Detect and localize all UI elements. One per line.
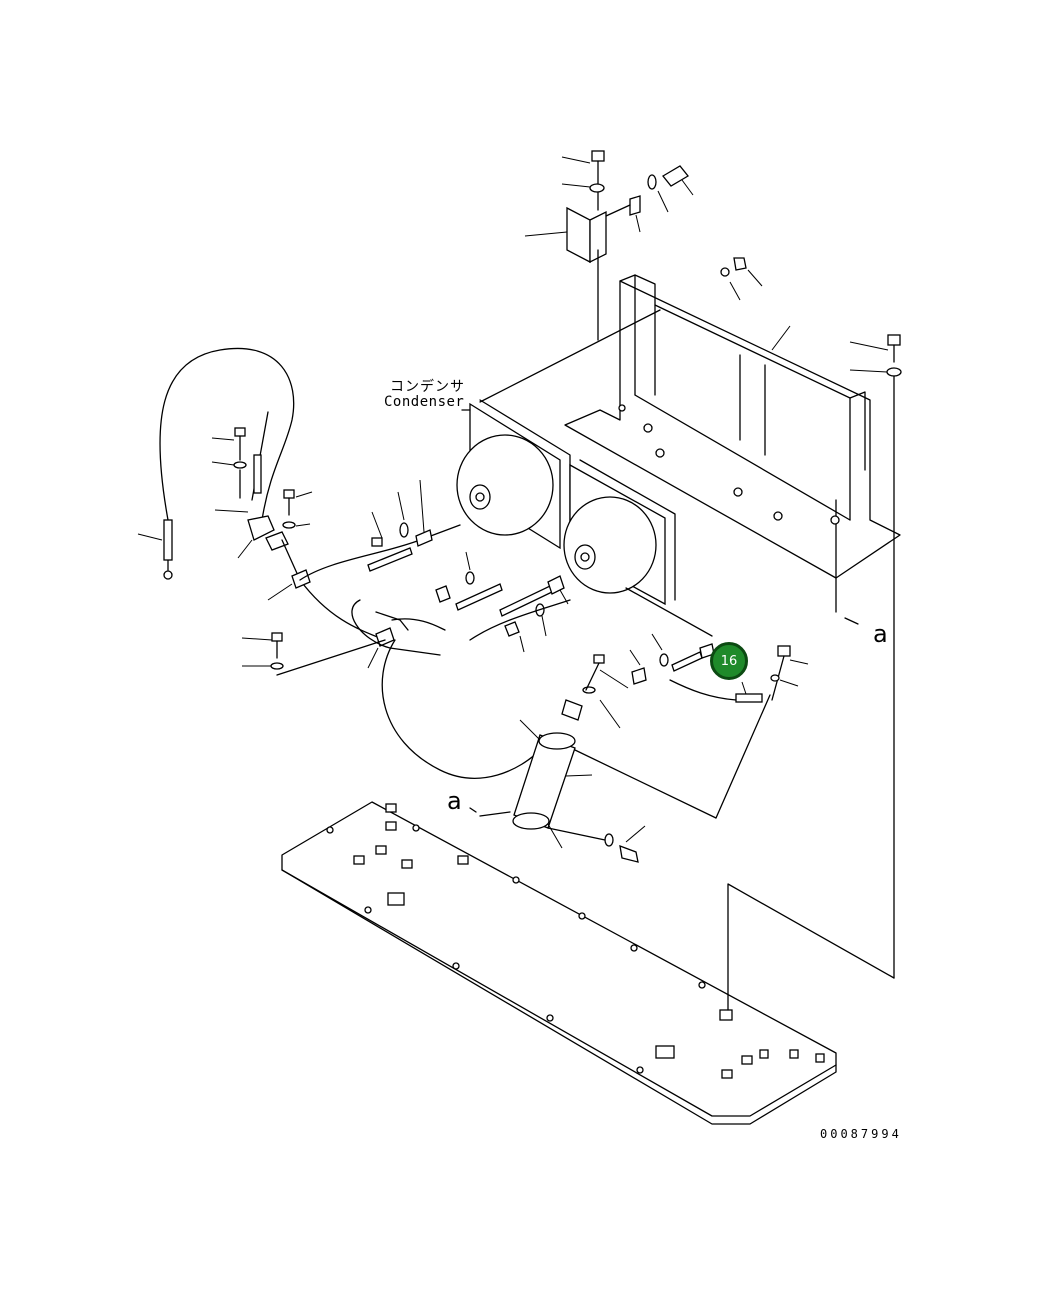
part-callout-16[interactable]: 16	[710, 642, 748, 680]
condenser-fans	[456, 309, 713, 637]
sensor-group	[629, 633, 809, 703]
condenser-label-japanese: コンデンサ	[390, 379, 465, 395]
drawing-number: 00087994	[820, 1127, 902, 1141]
wire-harness-left	[137, 347, 395, 676]
receiver-drier	[469, 654, 771, 863]
condenser-label-english: Condenser	[384, 394, 465, 410]
condenser-frame	[564, 257, 902, 979]
floor-plate	[281, 801, 895, 1125]
wiring-middle	[299, 479, 571, 779]
reference-marker-a-right: a	[873, 620, 888, 648]
reference-marker-a-left: a	[447, 787, 462, 815]
top-bracket-assembly	[524, 150, 694, 341]
